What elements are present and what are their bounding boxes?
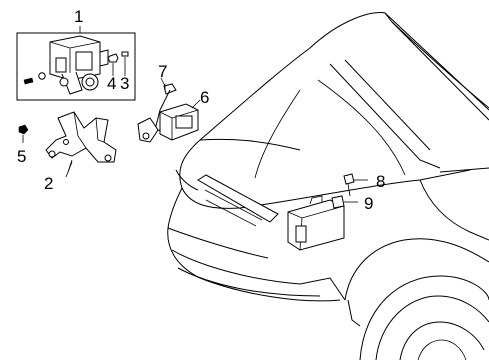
actuator-bracket bbox=[45, 111, 117, 173]
actuator-assembly-frame bbox=[16, 32, 136, 101]
bolt-left bbox=[23, 72, 46, 85]
callout-3: 3 bbox=[120, 74, 129, 93]
callout-2: 2 bbox=[44, 174, 53, 193]
vehicle-front-illustration bbox=[167, 11, 489, 360]
nut-part-5 bbox=[18, 124, 29, 143]
callout-5: 5 bbox=[17, 147, 26, 166]
clip-part-8 bbox=[343, 173, 368, 197]
callout-4: 4 bbox=[107, 74, 116, 93]
callout-8: 8 bbox=[376, 172, 385, 191]
clip-part-9 bbox=[331, 195, 358, 209]
bolt-part-3 bbox=[121, 51, 129, 76]
callout-1: 1 bbox=[74, 7, 83, 26]
abs-actuator bbox=[49, 35, 109, 95]
callout-7: 7 bbox=[158, 62, 167, 81]
callout-6: 6 bbox=[200, 88, 209, 107]
leader-lines bbox=[65, 26, 201, 178]
nut-part-4 bbox=[107, 53, 119, 76]
control-module bbox=[159, 103, 199, 141]
callout-9: 9 bbox=[364, 194, 373, 213]
